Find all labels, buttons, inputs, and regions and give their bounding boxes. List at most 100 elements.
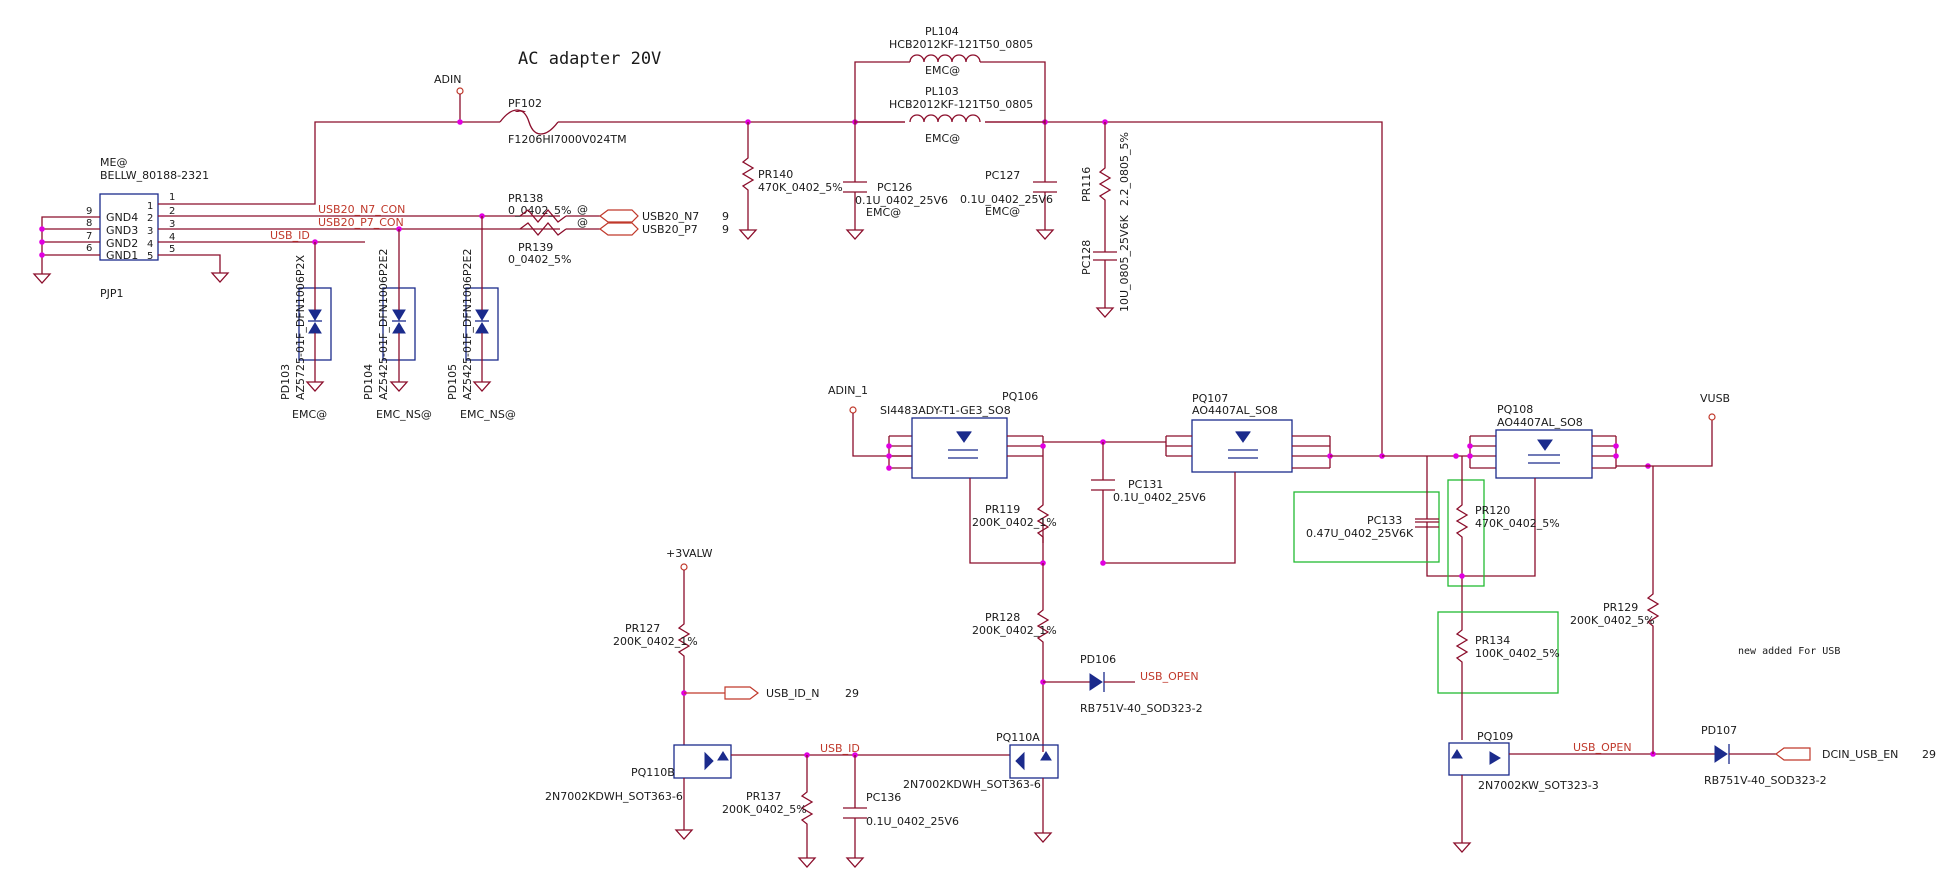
- mosfet-pq106: PQ106 SI4483ADY-T1-GE3_SO8: [880, 390, 1046, 564]
- pr138-ref: PR138: [508, 192, 543, 205]
- pd103-ref: PD103: [279, 364, 292, 400]
- pq109-value: 2N7002KW_SOT323-3: [1478, 779, 1599, 792]
- resistor-pr129: PR129 200K_0402_5%: [1570, 466, 1659, 754]
- page-ref-9b: 9: [722, 223, 729, 236]
- connector-pin-name-3: GND3: [106, 224, 138, 237]
- pq106-value: SI4483ADY-T1-GE3_SO8: [880, 404, 1011, 417]
- pd107-ref: PD107: [1701, 724, 1737, 737]
- pd107-value: RB751V-40_SOD323-2: [1704, 774, 1827, 787]
- page-ref-9a: 9: [722, 210, 729, 223]
- connector-ref: PJP1: [100, 287, 124, 300]
- pr127-value: 200K_0402_1%: [613, 635, 698, 648]
- pc126-ref: PC126: [877, 181, 912, 194]
- pd103-value: AZ5725-01F_DFN1006P2X: [294, 255, 307, 401]
- pc136-ref: PC136: [866, 791, 901, 804]
- net-adin: ADIN: [434, 73, 461, 86]
- port-usb20-n7: USB20_N7: [642, 210, 699, 223]
- pq106-ref: PQ106: [1002, 390, 1038, 403]
- pq110a-ref: PQ110A: [996, 731, 1040, 744]
- page-ref-usb-id-n: 29: [845, 687, 859, 700]
- connector-side-9: 9: [86, 206, 92, 217]
- pr116-ref: PR116: [1080, 167, 1093, 202]
- pc136-value: 0.1U_0402_25V6: [866, 815, 959, 828]
- esd-diode-pd105: PD105 AZ5425-01F_DFN1006P2E2 EMC_NS@: [446, 213, 516, 421]
- design-note: new added For USB: [1738, 646, 1840, 657]
- pf102-value: F1206HI7000V024TM: [508, 133, 627, 146]
- at-marker-p7: @: [577, 216, 588, 229]
- net-usb-open-pd106: USB_OPEN: [1140, 670, 1199, 683]
- mosfet-pq110b: PQ110B 2N7002KDWH_SOT363-6: [545, 744, 732, 840]
- net-usb-id-network: USB_ID: [820, 742, 860, 755]
- highlight-pr134: PR134 100K_0402_5%: [1437, 611, 1560, 740]
- pr139-ref: PR139: [518, 241, 553, 254]
- connector-pin-num-1: 1: [147, 201, 153, 212]
- resistor-pr138-pr139: PR138 0_0402_5% PR139 0_0402_5% @ @ USB2…: [508, 192, 729, 266]
- connector-side-8: 8: [86, 218, 92, 229]
- pq110b-value: 2N7002KDWH_SOT363-6: [545, 790, 683, 803]
- pd106-ref: PD106: [1080, 653, 1116, 666]
- pr134-value: 100K_0402_5%: [1475, 647, 1560, 660]
- esd-diode-pd104: PD104 AZ5425-01F_DFN1006P2E2 EMC_NS@: [362, 226, 432, 421]
- net-usb20-p7-con: USB20_P7_CON: [318, 216, 404, 229]
- resistor-pr140: PR140 470K_0402_5%: [739, 122, 843, 240]
- connector-pin-name-4: GND2: [106, 237, 138, 250]
- pq108-ref: PQ108: [1497, 403, 1533, 416]
- highlight-pr120: PR120 470K_0402_5%: [1447, 456, 1560, 624]
- pr137-value: 200K_0402_5%: [722, 803, 807, 816]
- adin-input: ADIN PF102 F1206HI7000V024TM: [434, 73, 1108, 146]
- pl103-ref: PL103: [925, 85, 959, 98]
- pc126-option: EMC@: [866, 206, 901, 219]
- connector-out-4: 4: [169, 232, 175, 243]
- pq109-ref: PQ109: [1477, 730, 1513, 743]
- pr129-value: 200K_0402_5%: [1570, 614, 1655, 627]
- pl103-value: HCB2012KF-121T50_0805: [889, 98, 1033, 111]
- pr128-ref: PR128: [985, 611, 1020, 624]
- pd104-value: AZ5425-01F_DFN1006P2E2: [377, 249, 390, 400]
- pd105-ref: PD105: [446, 364, 459, 400]
- net-usb20-n7-con: USB20_N7_CON: [318, 203, 405, 216]
- pd106-value: RB751V-40_SOD323-2: [1080, 702, 1203, 715]
- usb-id-network: USB_ID PR137 200K_0402_5% PC136 0.1U_040…: [722, 742, 1010, 868]
- connector-pin-num-2: 2: [147, 213, 153, 224]
- pl104-ref: PL104: [925, 25, 959, 38]
- pd103-option: EMC@: [292, 408, 327, 421]
- pc126-value: 0.1U_0402_25V6: [855, 194, 948, 207]
- port-usb20-p7: USB20_P7: [642, 223, 698, 236]
- inductor-pl104: PL104 HCB2012KF-121T50_0805 EMC@: [854, 25, 1046, 122]
- pc127-value: 0.1U_0402_25V6: [960, 193, 1053, 206]
- connector-out-5: 5: [169, 244, 175, 255]
- inductor-pl103: PL103 HCB2012KF-121T50_0805 EMC@: [855, 85, 1045, 145]
- net-3valw: +3VALW: [666, 547, 713, 560]
- resistor-pr128: PR128 200K_0402_1%: [972, 563, 1057, 752]
- pq107-ref: PQ107: [1192, 392, 1228, 405]
- connector-option: ME@: [100, 156, 127, 169]
- pq108-value: AO4407AL_SO8: [1497, 416, 1583, 429]
- pr134-ref: PR134: [1475, 634, 1510, 647]
- connector-pin-name-5: GND1: [106, 249, 138, 262]
- diode-pd106: PD106 RB751V-40_SOD323-2 USB_OPEN: [1043, 653, 1203, 715]
- pr129-ref: PR129: [1603, 601, 1638, 614]
- pf102-ref: PF102: [508, 97, 542, 110]
- pr140-value: 470K_0402_5%: [758, 181, 843, 194]
- connector-pin-num-4: 4: [147, 239, 153, 250]
- schematic-title: AC adapter 20V: [518, 49, 661, 69]
- resistor-pr116-capacitor-pc128: PR116 2.2_0805_5% PC128 10U_0805_25V6K: [1080, 122, 1131, 318]
- connector-pin-num-5: 5: [147, 251, 153, 262]
- pl103-option: EMC@: [925, 132, 960, 145]
- pr127-ref: PR127: [625, 622, 660, 635]
- port-usb-id-n: USB_ID_N: [766, 687, 820, 700]
- pd105-option: EMC_NS@: [460, 408, 516, 421]
- pd104-option: EMC_NS@: [376, 408, 432, 421]
- mosfet-pq107: PQ107 AO4407AL_SO8: [1043, 392, 1385, 564]
- pr128-value: 200K_0402_1%: [972, 624, 1057, 637]
- pc131-ref: PC131: [1128, 478, 1163, 491]
- highlight-pc133: PC133 0.47U_0402_25V6K: [1293, 456, 1440, 563]
- pc128-value: 10U_0805_25V6K: [1118, 214, 1131, 312]
- net-usb-id-connector: USB_ID: [270, 229, 310, 242]
- esd-diode-pd103: PD103 AZ5725-01F_DFN1006P2X EMC@: [279, 239, 332, 421]
- port-dcin-usb-en: DCIN_USB_EN: [1822, 748, 1898, 761]
- connector-pin-num-3: 3: [147, 226, 153, 237]
- pc128-ref: PC128: [1080, 240, 1093, 275]
- pc127-option: EMC@: [985, 205, 1020, 218]
- pr140-ref: PR140: [758, 168, 793, 181]
